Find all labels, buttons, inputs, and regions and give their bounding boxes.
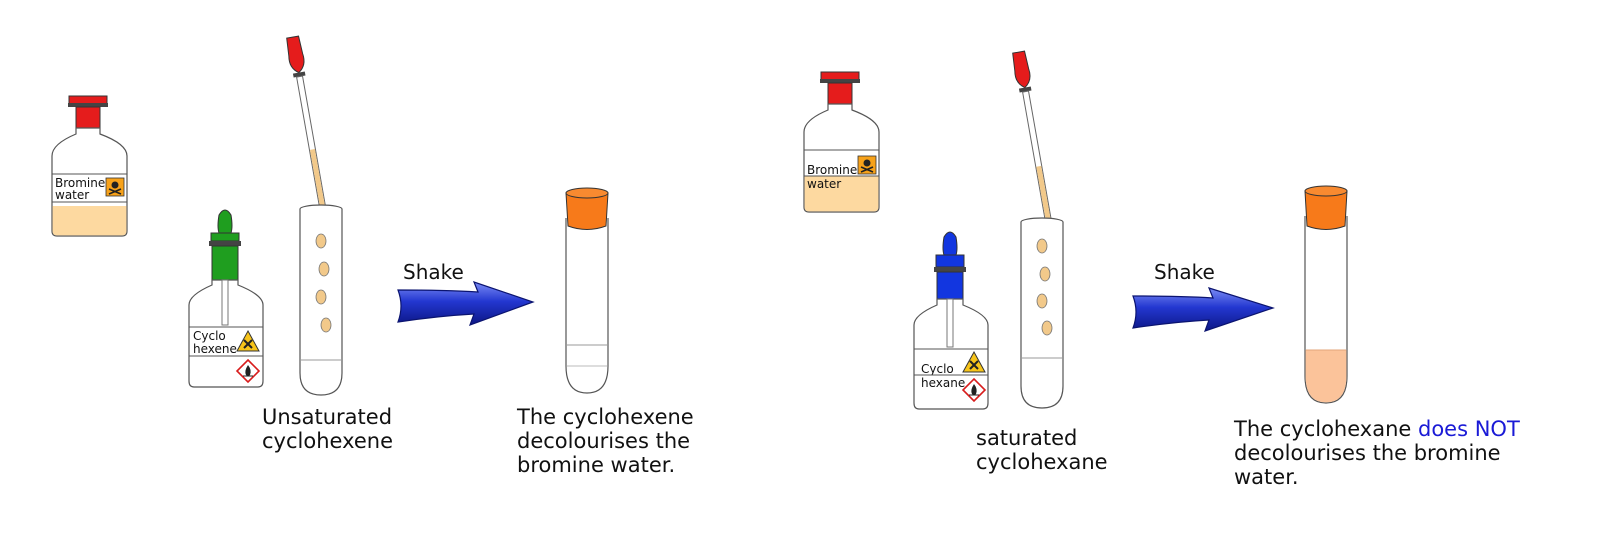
cyclohexane-dropper-bottle: Cyclo hexane xyxy=(913,231,989,410)
result-caption-line1: The cyclohexene xyxy=(516,405,694,429)
bromine-label-line2: water xyxy=(55,188,89,202)
drop xyxy=(320,317,332,333)
drop xyxy=(1039,266,1051,282)
cyclohexane-label-line2: hexane xyxy=(921,376,965,390)
bromine-label-line1: Bromine xyxy=(55,176,105,190)
pipette xyxy=(1012,50,1052,221)
result-caption-prefix: The cyclohexane xyxy=(1233,417,1418,441)
bromine-label-line2: water xyxy=(807,177,841,191)
result-caption-line3: bromine water. xyxy=(517,453,675,477)
drop xyxy=(1041,320,1053,336)
tube-caption-line1: Unsaturated xyxy=(262,405,392,429)
drop xyxy=(1036,238,1048,254)
tube-caption-line2: cyclohexane xyxy=(976,450,1108,474)
tube-caption-line1: saturated xyxy=(976,426,1077,450)
cyclohexane-label-line1: Cyclo xyxy=(921,362,954,376)
left-panel: Bromine water Cyclo hexene xyxy=(51,35,694,477)
flammable-icon xyxy=(961,377,987,403)
harmful-x-icon xyxy=(236,329,260,352)
drop xyxy=(315,233,327,249)
flammable-icon xyxy=(235,358,261,384)
shake-arrow xyxy=(1132,287,1275,332)
right-panel: Bromine water Cyclo hexane xyxy=(803,50,1520,489)
bromine-water-bottle: Bromine water xyxy=(803,71,880,213)
harmful-x-icon xyxy=(962,350,986,373)
test-tube-with-drops xyxy=(299,204,343,396)
result-caption-line2: decolourises the bromine xyxy=(1234,441,1501,465)
drop xyxy=(318,261,330,277)
cyclohexene-label-line2: hexene xyxy=(193,342,237,356)
result-caption-line1: The cyclohexane does NOT xyxy=(1233,417,1520,441)
result-caption-line2: decolourises the xyxy=(517,429,690,453)
toxic-skull-icon xyxy=(105,177,125,197)
shake-label: Shake xyxy=(403,260,464,284)
test-tube-with-drops xyxy=(1020,217,1064,409)
cyclohexene-dropper-bottle: Cyclo hexene xyxy=(188,209,264,388)
bromine-label-line1: Bromine xyxy=(807,163,857,177)
bromine-layer xyxy=(1305,350,1347,403)
result-test-tube xyxy=(1304,185,1348,404)
drop xyxy=(1036,293,1048,309)
drop xyxy=(315,289,327,305)
result-caption-line3: water. xyxy=(1234,465,1299,489)
cyclohexene-label-line1: Cyclo xyxy=(193,329,226,343)
shake-arrow xyxy=(397,281,535,327)
shake-label: Shake xyxy=(1154,260,1215,284)
tube-caption-line2: cyclohexene xyxy=(262,429,393,453)
does-not-highlight: does NOT xyxy=(1418,417,1520,441)
pipette xyxy=(286,35,327,211)
bromine-water-bottle: Bromine water xyxy=(51,95,128,237)
result-test-tube xyxy=(565,187,609,394)
toxic-skull-icon xyxy=(857,155,877,175)
